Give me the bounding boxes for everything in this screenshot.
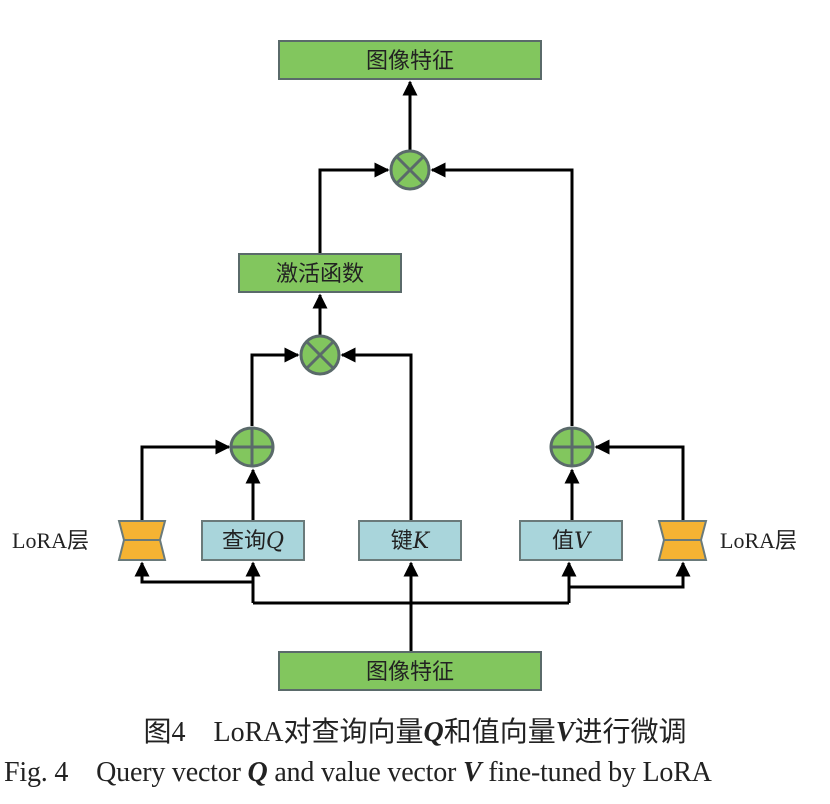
connector-activation-to-mult-top <box>318 162 390 254</box>
activation-label: 激活函数 <box>276 262 364 287</box>
input-features-box: 图像特征 <box>278 651 542 691</box>
caption-en-text-3: fine-tuned by LoRA <box>481 757 712 788</box>
connector-add-right-to-mult-top <box>430 162 574 426</box>
connector-bus-to-lora-left <box>134 561 253 584</box>
multiply-node-middle <box>299 334 341 376</box>
caption-en-text-2: and value vector <box>267 757 463 788</box>
caption-en-prefix: Fig. 4 <box>4 757 69 788</box>
caption-cn-text-2: 和值向量 <box>443 717 556 748</box>
caption-cn-text-3: 进行微调 <box>574 717 687 748</box>
value-box: 值V <box>519 520 623 561</box>
output-features-label: 图像特征 <box>366 49 454 74</box>
caption-en-v: V <box>462 757 482 788</box>
lora-layer-right <box>657 520 708 561</box>
caption-en-q: Q <box>247 757 268 788</box>
lora-left-label: LoRA层 <box>12 528 89 553</box>
svg-text:键K: 键K <box>391 529 431 554</box>
query-box: 查询Q <box>201 520 305 561</box>
connectors <box>134 80 691 652</box>
lora-attention-diagram: 图像特征 激活函数 LoRA层 LoRA层 <box>12 40 797 691</box>
query-label: 查询 <box>222 529 266 554</box>
key-box: 键K <box>358 520 462 561</box>
caption-chinese: 图4 LoRA对查询向量Q和值向量V进行微调 <box>0 710 830 750</box>
value-var: V <box>574 529 592 554</box>
key-var: K <box>412 529 431 554</box>
connector-lora-left-to-add <box>140 439 231 521</box>
svg-text:查询Q: 查询Q <box>222 529 284 554</box>
activation-box: 激活函数 <box>238 253 402 293</box>
caption-cn-q: Q <box>423 717 444 748</box>
connector-lora-right-to-add <box>594 439 685 521</box>
connector-bus-to-lora-right <box>569 561 691 589</box>
key-label: 键 <box>391 529 413 554</box>
add-node-right <box>549 426 595 468</box>
connector-add-left-to-mult <box>250 347 300 426</box>
caption-en-text-1: Query vector <box>96 757 248 788</box>
output-features-box: 图像特征 <box>278 40 542 80</box>
svg-text:值V: 值V <box>552 529 592 554</box>
lora-right-label: LoRA层 <box>720 528 797 553</box>
query-var: Q <box>266 529 284 554</box>
caption-cn-text-1: LoRA对查询向量 <box>213 717 424 748</box>
caption-cn-prefix: 图4 <box>143 717 186 748</box>
lora-layer-left <box>117 520 167 561</box>
add-node-left <box>229 426 275 468</box>
multiply-node-top <box>389 149 431 191</box>
connector-key-to-mult <box>340 347 413 521</box>
caption-cn-v: V <box>555 717 575 748</box>
value-label: 值 <box>552 529 574 554</box>
input-features-label: 图像特征 <box>366 660 454 685</box>
